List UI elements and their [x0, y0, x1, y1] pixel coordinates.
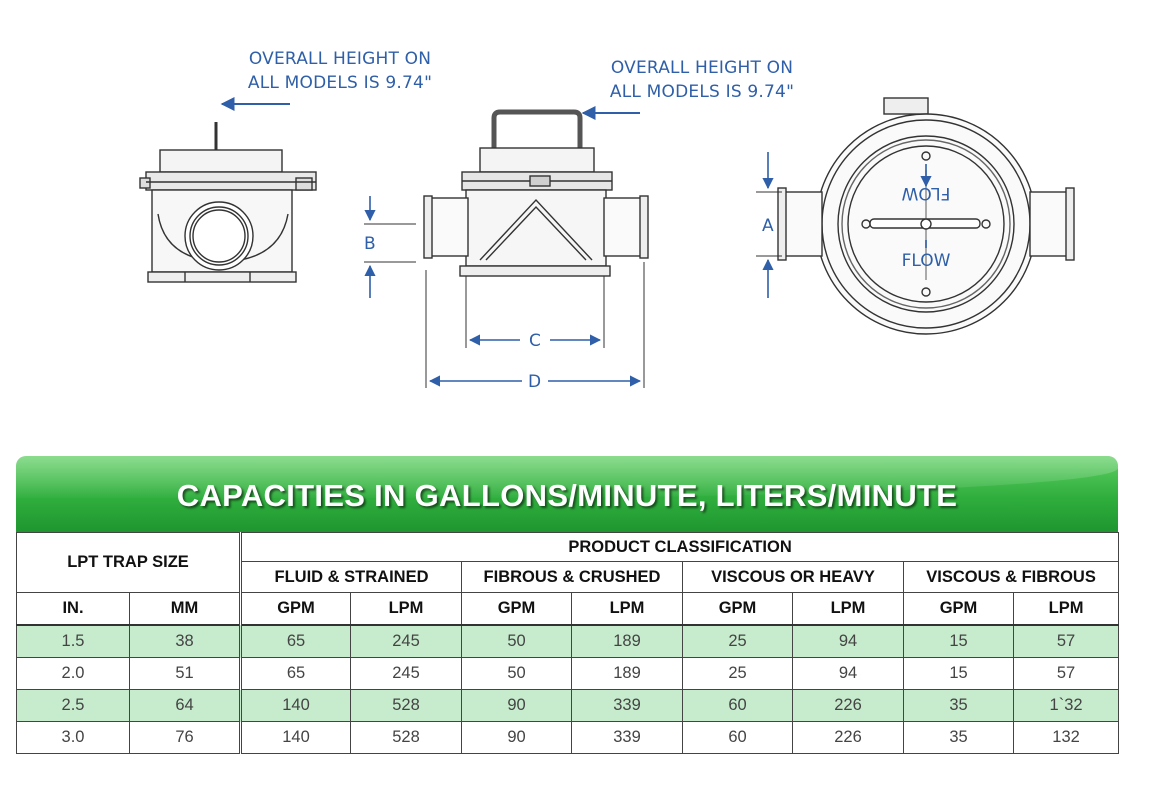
unit-header: GPM	[682, 592, 793, 626]
unit-header: LPM	[1012, 592, 1120, 626]
table-cell: 35	[903, 721, 1014, 754]
table-cell: 50	[461, 657, 572, 690]
table-cell: 528	[350, 689, 462, 722]
table-cell: 339	[571, 689, 683, 722]
table-cell: 339	[571, 721, 683, 754]
drawing-canvas: B C D	[139, 97, 1075, 392]
unit-header: GPM	[461, 592, 572, 626]
table-row: 3.0 76 140 528 90 339 60 226 35 132	[16, 721, 1120, 754]
table-cell: 1`32	[1012, 689, 1120, 722]
table-cell: 15	[903, 624, 1014, 658]
table-cell: 38	[129, 624, 241, 658]
table-cell: 90	[461, 721, 572, 754]
table-row: 2.0 51 65 245 50 189 25 94 15 57	[16, 657, 1120, 690]
table-cell: 60	[682, 689, 793, 722]
table-cell: 25	[682, 624, 793, 658]
header-product-classification: PRODUCT CLASSIFICATION	[238, 532, 1120, 562]
table-cell: 189	[571, 657, 683, 690]
table-cell: 3.0	[16, 721, 130, 754]
table-cell: 245	[350, 624, 462, 658]
table-cell: 64	[129, 689, 241, 722]
table-cell: 245	[350, 657, 462, 690]
dim-label-c: C	[529, 331, 541, 351]
side-view	[139, 122, 317, 283]
unit-header: LPM	[350, 592, 462, 626]
height-note-left-line2: ALL MODELS IS 9.74"	[247, 73, 433, 93]
table-cell: 15	[903, 657, 1014, 690]
table-row: 2.5 64 140 528 90 339 60 226 35 1`32	[16, 689, 1120, 722]
table-cell: 528	[350, 721, 462, 754]
table-cell: 60	[682, 721, 793, 754]
table-cell: 132	[1012, 721, 1120, 754]
table-title: CAPACITIES IN GALLONS/MINUTE, LITERS/MIN…	[176, 478, 958, 513]
group-fibrous-crushed: FIBROUS & CRUSHED	[461, 561, 683, 593]
table-cell: 226	[792, 721, 904, 754]
table-cell: 57	[1012, 657, 1120, 690]
height-note-center: OVERALL HEIGHT ON ALL MODELS IS 9.74"	[578, 56, 826, 104]
table-cell: 226	[792, 689, 904, 722]
header-trap-size: LPT TRAP SIZE	[16, 532, 241, 593]
table-cell: 51	[129, 657, 241, 690]
capacity-table: LPT TRAP SIZE PRODUCT CLASSIFICATION FLU…	[16, 532, 1120, 754]
unit-header: LPM	[792, 592, 904, 626]
dim-label-d: D	[528, 372, 541, 392]
height-note-left: OVERALL HEIGHT ON ALL MODELS IS 9.74"	[220, 47, 460, 95]
flow-label-bottom: FLOW	[902, 251, 951, 271]
table-banner: CAPACITIES IN GALLONS/MINUTE, LITERS/MIN…	[16, 456, 1118, 532]
table-cell: 50	[461, 624, 572, 658]
table-cell: 140	[239, 689, 351, 722]
table-cell: 94	[792, 624, 904, 658]
front-view	[423, 109, 649, 277]
table-cell: 57	[1012, 624, 1120, 658]
group-viscous-heavy: VISCOUS OR HEAVY	[682, 561, 904, 593]
group-fluid-strained: FLUID & STRAINED	[239, 561, 462, 593]
table-cell: 65	[239, 624, 351, 658]
table-cell: 35	[903, 689, 1014, 722]
dim-label-b: B	[364, 234, 376, 254]
table-cell: 94	[792, 657, 904, 690]
table-cell: 90	[461, 689, 572, 722]
height-note-center-line1: OVERALL HEIGHT ON	[610, 58, 794, 78]
group-viscous-fibrous: VISCOUS & FIBROUS	[902, 561, 1120, 593]
table-cell: 2.5	[16, 689, 130, 722]
table-cell: 2.0	[16, 657, 130, 690]
height-note-left-line1: OVERALL HEIGHT ON	[248, 49, 432, 69]
unit-header: GPM	[239, 592, 351, 626]
table-cell: 1.5	[16, 624, 130, 658]
table-cell: 76	[129, 721, 241, 754]
capacity-table-panel: CAPACITIES IN GALLONS/MINUTE, LITERS/MIN…	[16, 456, 1120, 754]
table-cell: 189	[571, 624, 683, 658]
table-cell: 65	[239, 657, 351, 690]
technical-drawing: OVERALL HEIGHT ON ALL MODELS IS 9.74" OV…	[139, 47, 1075, 392]
top-view	[777, 97, 1075, 335]
unit-header: LPM	[571, 592, 683, 626]
table-cell: 25	[682, 657, 793, 690]
table-cell: 140	[239, 721, 351, 754]
dim-label-a: A	[762, 216, 774, 236]
table-row: 1.5 38 65 245 50 189 25 94 15 57	[16, 624, 1120, 658]
height-note-center-line2: ALL MODELS IS 9.74"	[609, 82, 795, 102]
unit-header: MM	[129, 592, 241, 626]
unit-header: IN.	[16, 592, 130, 626]
flow-label-top: FLOW	[901, 183, 950, 203]
unit-header: GPM	[903, 592, 1014, 626]
